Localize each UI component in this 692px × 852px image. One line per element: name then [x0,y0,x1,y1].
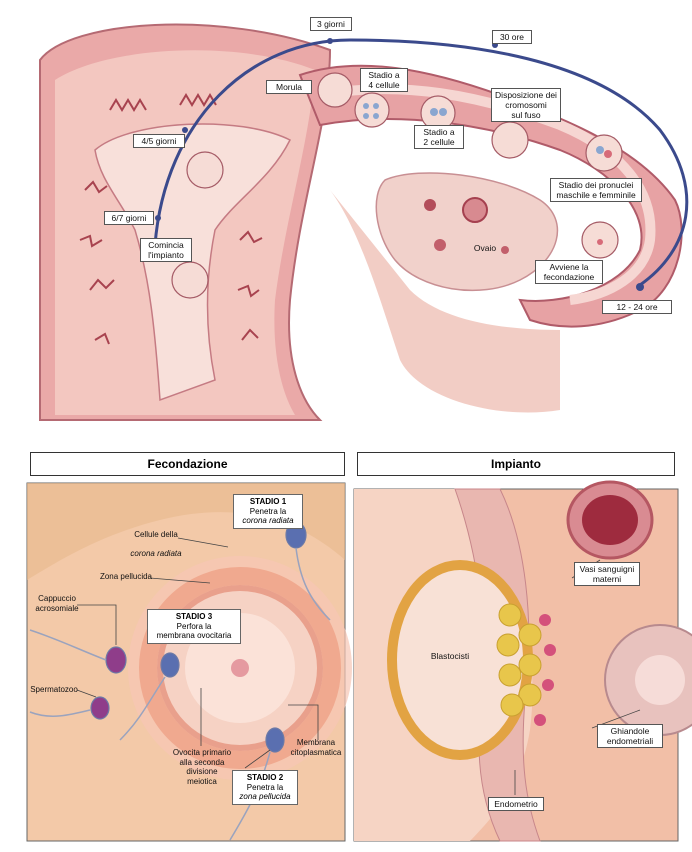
label-spermatozoo: Spermatozoo [30,685,78,694]
cellule-line2: corona radiata [130,548,182,558]
stadio-2-heading: STADIO 2 [246,773,284,782]
stadio-2-line1: Penetra la [246,782,284,792]
label-cappuccio-acrosomiale: Cappuccio acrosomiale [35,594,79,613]
label-ovaio: Ovaio [473,243,497,253]
label-cellule-corona: Cellule della corona radiata [120,520,192,558]
label-12-24-ore: 12 - 24 ore [602,300,672,314]
label-ovocita-primario: Ovocita primario alla seconda divisione … [172,748,232,786]
fecondazione-panel-art [26,482,352,842]
label-6-7-giorni: 6/7 giorni [104,211,154,225]
label-vasi-sanguigni: Vasi sanguigni materni [574,562,640,586]
label-membrana-citoplasmatica: Membrana citoplasmatica [290,738,342,757]
stadio-1-heading: STADIO 1 [249,497,287,506]
stadio-2-label: STADIO 2 Penetra la zona pellucida [232,770,298,805]
label-stadio-pronuclei: Stadio dei pronuclei maschile e femminil… [550,178,642,202]
stadio-3-body: Perfora la membrana ovocitaria [156,621,232,641]
label-endometrio: Endometrio [488,797,544,811]
stadio-1-line1: Penetra la [249,506,287,516]
label-zona-pellucida: Zona pellucida [99,572,153,581]
uterus-illustration [39,23,689,421]
label-stadio-2-cellule: Stadio a 2 cellule [414,125,464,149]
stadio-3-label: STADIO 3 Perfora la membrana ovocitaria [147,609,241,644]
stadio-1-line2: corona radiata [242,516,294,525]
stadio-1-label: STADIO 1 Penetra la corona radiata [233,494,303,529]
label-stadio-4-cellule: Stadio a 4 cellule [360,68,408,92]
label-disposizione-cromosomi: Disposizione dei cromosomi sul fuso [491,88,561,122]
label-4-5-giorni: 4/5 giorni [133,134,185,148]
label-avviene-fecondazione: Avviene la fecondazione [535,260,603,284]
impianto-panel-art [353,480,692,842]
label-blastocisti: Blastocisti [430,651,470,661]
stadio-3-heading: STADIO 3 [175,612,213,621]
stadio-2-line2: zona pellucida [239,792,291,801]
label-3-giorni: 3 giorni [310,17,352,31]
cellule-line1: Cellule della [134,529,178,539]
label-ghiandole-endometriali: Ghiandole endometriali [597,724,663,748]
fecondazione-title: Fecondazione [30,452,345,476]
impianto-title: Impianto [357,452,675,476]
label-morula: Morula [266,80,312,94]
embryo-stages [171,72,623,299]
label-comincia-impianto: Comincia l'impianto [140,238,192,262]
label-30-ore: 30 ore [492,30,532,44]
